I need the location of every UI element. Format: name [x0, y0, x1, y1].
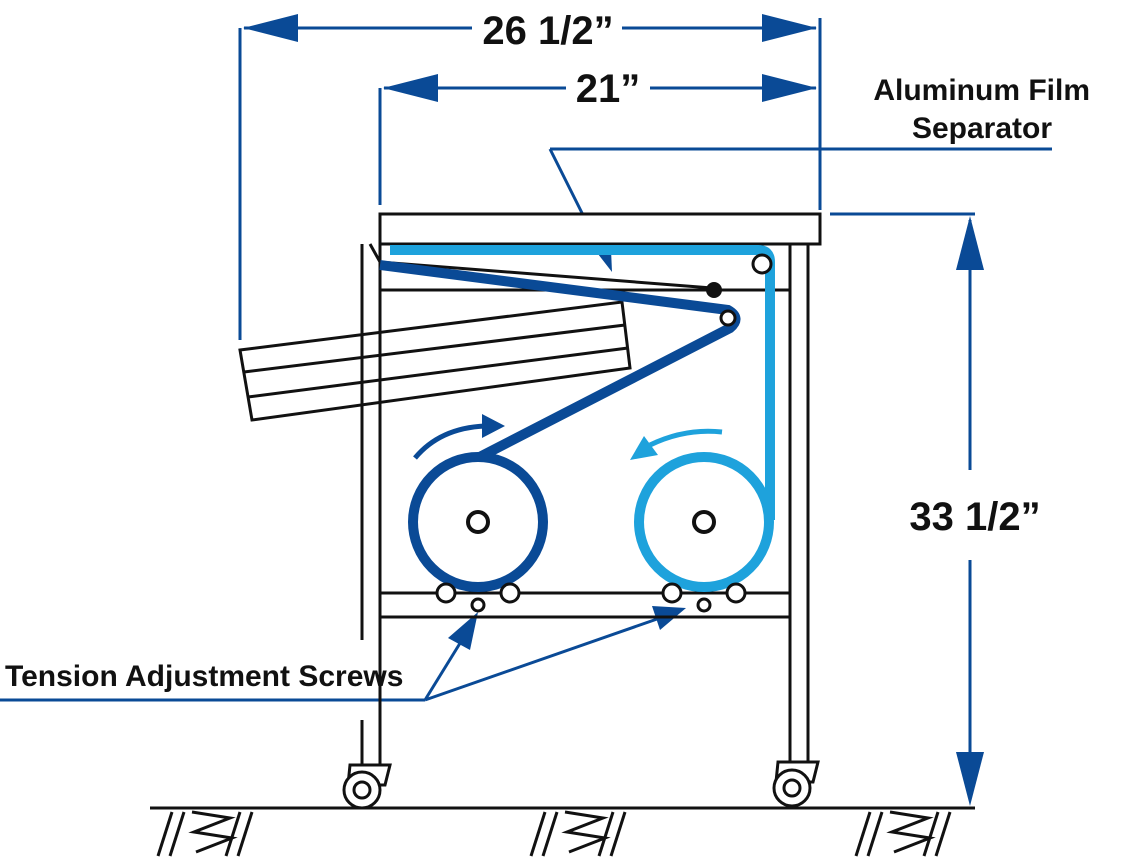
- roll-support-right: [661, 582, 747, 613]
- arrowhead-bottom: [956, 752, 984, 806]
- floor: [150, 806, 975, 857]
- light-film-roll: [634, 452, 774, 592]
- tray-body: [238, 300, 632, 422]
- rotation-arrow-dark: [413, 423, 486, 460]
- floor-hatch: [854, 810, 952, 857]
- callout-tension: Tension Adjustment Screws: [0, 606, 686, 702]
- height-label: 33 1/2”: [909, 495, 1040, 539]
- separator-label-line1: Aluminum Film: [873, 74, 1090, 107]
- cutter-plate: [368, 243, 713, 290]
- rotation-arrowhead: [630, 436, 658, 460]
- arrowhead-left: [383, 74, 438, 102]
- arrowhead-right: [762, 14, 817, 42]
- rotation-arrow-light: [648, 428, 723, 448]
- tray-line: [247, 346, 629, 399]
- separator-label-line2: Separator: [912, 112, 1052, 145]
- tension-label: Tension Adjustment Screws: [5, 660, 403, 693]
- support-roller: [725, 582, 747, 604]
- support-roller: [435, 582, 457, 604]
- table-top: [378, 212, 822, 246]
- roll-hub: [692, 510, 716, 534]
- roll-hub: [466, 510, 490, 534]
- guide-roller: [706, 282, 722, 298]
- leader-arrowhead: [448, 612, 478, 650]
- top-width-label: 21”: [576, 67, 641, 111]
- tension-screw: [470, 597, 486, 613]
- tension-screw: [696, 597, 712, 613]
- dimension-top-width: 21”: [378, 67, 817, 205]
- leader-line: [423, 639, 464, 701]
- support-roller: [499, 582, 521, 604]
- dimension-height: 33 1/2”: [830, 212, 1041, 806]
- guide-roller: [719, 309, 737, 327]
- floor-hatch: [156, 810, 254, 857]
- caster-left: [342, 763, 392, 810]
- arrowhead-left: [243, 14, 298, 42]
- arrowhead-top: [956, 216, 984, 270]
- film-tray: [238, 300, 632, 422]
- support-roller: [661, 582, 683, 604]
- dark-film-roll: [408, 452, 548, 592]
- roll-support-left: [435, 582, 521, 613]
- floor-hatch: [529, 810, 627, 857]
- leader-line: [424, 616, 661, 702]
- guide-roller: [751, 253, 773, 275]
- caster-right: [772, 760, 820, 808]
- dimension-overall-width: 26 1/2”: [238, 9, 822, 340]
- left-post-front: [360, 325, 382, 420]
- tray-line: [243, 323, 626, 374]
- overall-width-label: 26 1/2”: [482, 9, 613, 53]
- arrowhead-right: [762, 74, 817, 102]
- rotation-arrowhead: [482, 414, 505, 438]
